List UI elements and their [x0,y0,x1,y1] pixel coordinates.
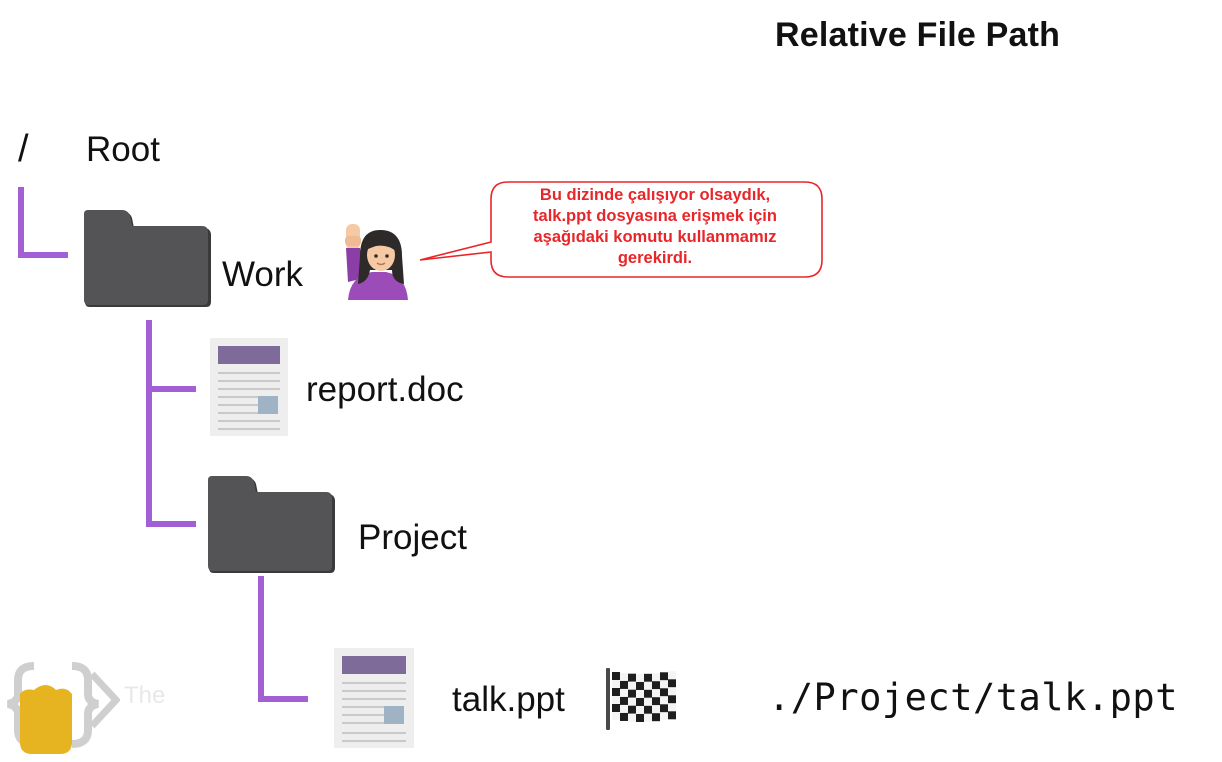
document-icon [334,648,414,748]
relative-path-command: ./Project/talk.ppt [768,676,1178,719]
work-label: Work [222,255,304,294]
connector-root-to-work [18,252,68,258]
connector-work-to-report [146,386,196,392]
callout-text: Bu dizinde çalışıyor olsaydık, talk.ppt … [494,185,816,269]
document-icon [210,338,288,436]
connector-project-to-talk [258,696,308,702]
person-raising-hand-icon [345,224,408,300]
goal-flag [604,668,678,735]
brand-text: The [124,682,166,709]
talk-ppt-file[interactable] [334,648,414,748]
connector-project-vertical [258,576,264,702]
connector-work-to-project [146,521,196,527]
page-title: Relative File Path [775,16,1061,54]
callout-line-2: talk.ppt dosyasına erişmek için [533,207,777,225]
brackets-logo-icon [7,662,121,754]
callout-line-1: Bu dizinde çalışıyor olsaydık, [539,186,771,204]
callout-line-4: gerekirdi. [617,249,693,267]
project-label: Project [358,518,467,557]
person-emoji [342,222,412,300]
connector-work-vertical [146,320,152,527]
work-folder[interactable] [84,210,214,308]
folder-icon [84,210,211,307]
speech-bubble [419,181,823,278]
project-folder[interactable] [208,476,338,574]
report-label: report.doc [306,370,464,409]
checkered-flag-icon [606,668,676,730]
folder-icon [208,476,335,573]
root-symbol: / [18,128,29,170]
connector-root-vertical [18,187,24,258]
report-doc-file[interactable] [210,338,288,436]
brand-logo [0,658,121,762]
talk-label: talk.ppt [452,680,565,719]
callout-line-3: aşağıdaki komutu kullanmamız [533,228,777,246]
root-label: Root [86,130,160,169]
